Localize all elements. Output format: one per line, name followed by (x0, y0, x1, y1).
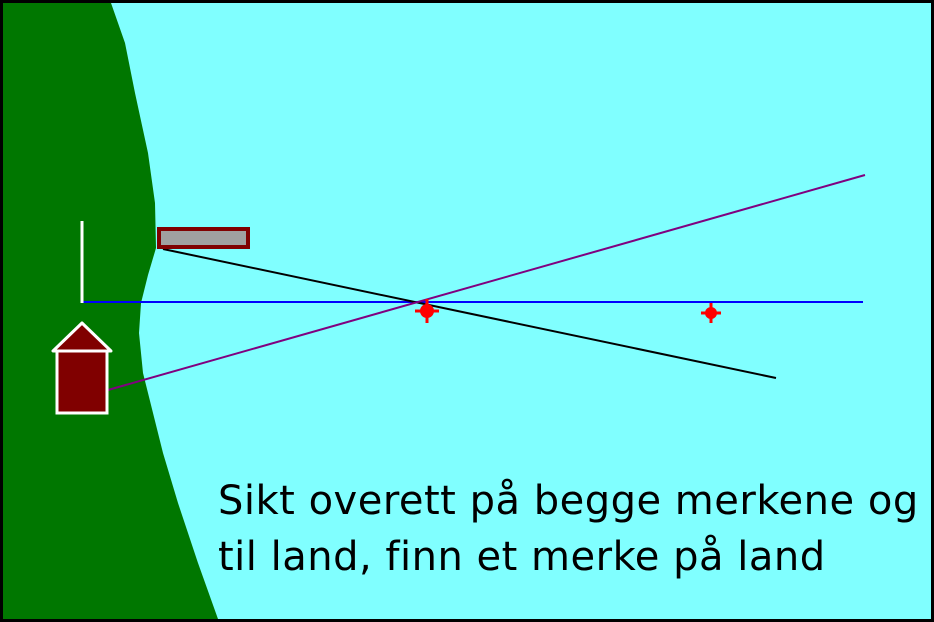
red-marker (701, 303, 721, 323)
caption-line-2: til land, finn et merke på land (218, 534, 826, 580)
cross-line-sign (162, 248, 777, 379)
caption-text: Sikt overett på begge merkene og til lan… (218, 473, 928, 585)
cross-line-house (107, 174, 866, 391)
navigation-scene (3, 3, 931, 619)
red-marker (415, 299, 439, 323)
land-area (3, 3, 218, 619)
caption-line-1: Sikt overett på begge merkene og (218, 478, 919, 524)
sign-board (157, 227, 250, 249)
house-icon (51, 321, 113, 415)
